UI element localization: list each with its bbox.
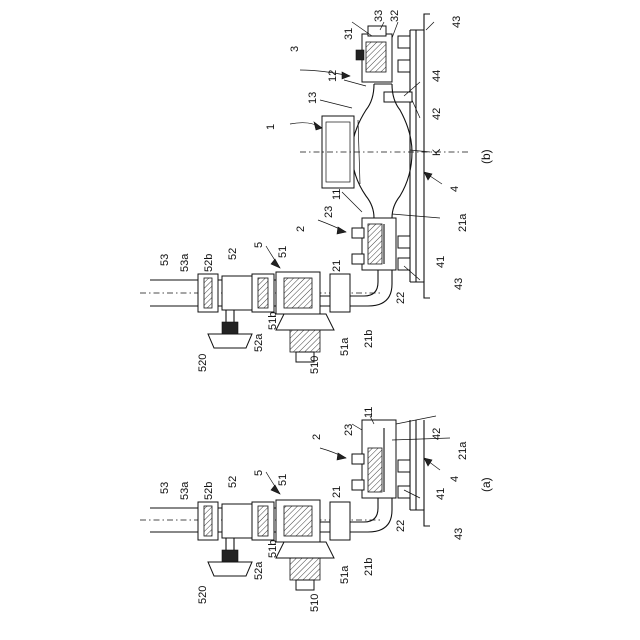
label-42-a: 42 <box>431 428 443 440</box>
valve-3 <box>356 26 392 82</box>
label-2: 2 <box>295 226 307 232</box>
label-51a: 51a <box>339 337 351 356</box>
label-43-top: 43 <box>451 16 463 28</box>
label-13: 13 <box>307 92 319 104</box>
main-line-5 <box>140 272 380 314</box>
label-52: 52 <box>227 248 239 260</box>
label-3: 3 <box>289 46 301 52</box>
label-21: 21 <box>331 260 343 272</box>
label-5-a: 5 <box>253 470 265 476</box>
label-41: 41 <box>435 256 447 268</box>
label-21a: 21a <box>457 213 469 232</box>
label-23: 23 <box>323 206 335 218</box>
meter-body-1 <box>300 84 470 218</box>
label-32: 32 <box>389 10 401 22</box>
label-520-a: 520 <box>197 586 209 604</box>
label-52-a: 52 <box>227 476 239 488</box>
regulator-510 <box>276 314 334 362</box>
label-43-a: 43 <box>453 528 465 540</box>
label-23-a: 23 <box>343 424 355 436</box>
label-22: 22 <box>395 292 407 304</box>
label-22-a: 22 <box>395 520 407 532</box>
label-4-a: 4 <box>449 476 461 482</box>
label-52b: 52b <box>203 254 215 272</box>
figure-b: 33 31 32 43 3 12 44 13 42 1 K 4 11 23 21… <box>140 10 493 374</box>
label-53a-a: 53a <box>179 481 191 500</box>
valve-handle-520 <box>208 310 252 348</box>
label-52a: 52a <box>253 333 265 352</box>
label-52a-a: 52a <box>253 561 265 580</box>
plate-4-a <box>398 420 430 526</box>
label-21b: 21b <box>363 330 375 348</box>
label-11: 11 <box>331 189 343 200</box>
label-510-a: 510 <box>309 594 321 612</box>
label-44: 44 <box>431 70 443 82</box>
figure-caption-b: (b) <box>479 149 493 164</box>
label-52b-a: 52b <box>203 482 215 500</box>
label-11-a: 11 <box>363 407 375 418</box>
label-33: 33 <box>373 10 385 22</box>
label-53a: 53a <box>179 253 191 272</box>
label-21-a: 21 <box>331 486 343 498</box>
figure-a: 11 23 42 2 21a 53 53a 52b 52 5 51 21 4 4… <box>140 407 493 612</box>
label-53: 53 <box>159 254 171 266</box>
main-line-5-a <box>140 500 380 542</box>
label-51-a: 51 <box>277 474 289 486</box>
label-51: 51 <box>277 246 289 258</box>
label-51b-a: 51b <box>267 540 279 558</box>
label-K: K <box>431 148 443 156</box>
label-21a-a: 21a <box>457 441 469 460</box>
regulator-510-a <box>276 542 334 590</box>
figure-caption-a: (a) <box>479 477 493 492</box>
label-510: 510 <box>309 356 321 374</box>
plate-4 <box>410 14 430 298</box>
label-51b: 51b <box>267 312 279 330</box>
label-31: 31 <box>343 28 355 40</box>
label-41-a: 41 <box>435 488 447 500</box>
label-4: 4 <box>449 186 461 192</box>
label-2-a: 2 <box>311 434 323 440</box>
label-43-bottom: 43 <box>453 278 465 290</box>
label-42: 42 <box>431 108 443 120</box>
label-5: 5 <box>253 242 265 248</box>
label-12: 12 <box>327 70 339 82</box>
label-520: 520 <box>197 354 209 372</box>
valve-handle-520-a <box>208 538 252 576</box>
label-51a-a: 51a <box>339 565 351 584</box>
label-21b-a: 21b <box>363 558 375 576</box>
label-1: 1 <box>265 124 277 130</box>
label-53-a: 53 <box>159 482 171 494</box>
